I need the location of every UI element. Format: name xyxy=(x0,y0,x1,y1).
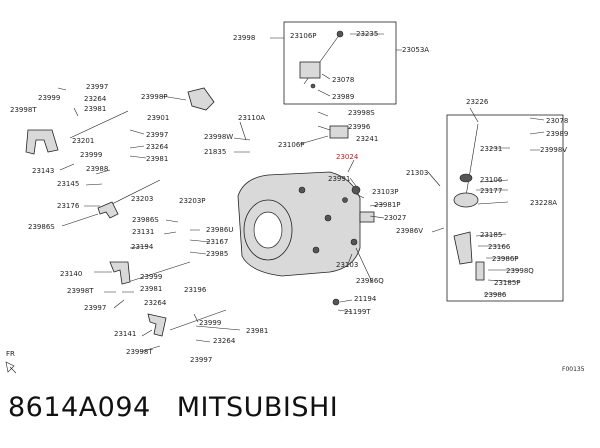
part-number: 8614A094 xyxy=(8,392,151,423)
part-label: 23241 xyxy=(356,135,378,143)
transmission-case xyxy=(237,171,361,277)
part-label: 23999 xyxy=(199,319,221,327)
part-label: 23226 xyxy=(466,98,489,106)
part-label: 23998V xyxy=(540,146,567,154)
part-label: 23140 xyxy=(60,270,82,278)
part-label: 23986S xyxy=(28,223,55,231)
part-label: 23203P xyxy=(179,197,206,205)
part-label: 23106P xyxy=(278,141,305,149)
part-label: 23988 xyxy=(86,165,108,173)
part-label: 21194 xyxy=(354,295,377,303)
part-label: 23998T xyxy=(67,287,94,295)
part-label: 23986V xyxy=(396,227,423,235)
part-label: 23264 xyxy=(84,95,107,103)
brand-name: MITSUBISHI xyxy=(176,392,339,423)
part-label: 23143 xyxy=(32,167,54,175)
part-label: 23167 xyxy=(206,238,228,246)
upper-shift-assembly-box xyxy=(283,21,397,105)
part-caption: 8614A094 MITSUBISHI xyxy=(8,392,592,436)
part-label: 23986U xyxy=(206,226,233,234)
right-lever-assembly xyxy=(453,123,485,281)
part-label: 23027 xyxy=(384,214,406,222)
part-label: 23166 xyxy=(488,243,511,251)
part-label: 23981P xyxy=(374,201,401,209)
part-label: 23981 xyxy=(84,105,106,113)
part-label: 23998 xyxy=(233,34,255,42)
part-label: 23110A xyxy=(238,114,265,122)
part-label: 23986 xyxy=(484,291,507,299)
part-label: 23999 xyxy=(140,273,162,281)
center-right-parts xyxy=(329,125,375,306)
part-label: 23997 xyxy=(190,356,212,364)
part-label: 23145 xyxy=(57,180,79,188)
part-label: 23981 xyxy=(140,285,162,293)
part-label: 23998T xyxy=(10,106,37,114)
parts-diagram: 23998 23106P 23235 23053A 23078 23989 23… xyxy=(5,21,585,374)
part-label: 23998P xyxy=(141,93,168,101)
part-label: 23185P xyxy=(494,279,521,287)
part-label: 23264 xyxy=(144,299,167,307)
shift-forks xyxy=(25,87,215,337)
part-label: 23228A xyxy=(530,199,557,207)
part-label: 23194 xyxy=(131,243,154,251)
part-label: 23264 xyxy=(146,143,169,151)
leader-lines xyxy=(57,33,545,353)
part-label: 23235 xyxy=(356,30,378,38)
part-label: 23103P xyxy=(372,188,399,196)
part-label: 23997 xyxy=(86,83,108,91)
part-label: 23991 xyxy=(328,175,350,183)
part-label: 23998T xyxy=(126,348,153,356)
part-label: 23981 xyxy=(246,327,268,335)
part-label: 23986S xyxy=(132,216,159,224)
part-label: 23997 xyxy=(146,131,168,139)
part-label: 23231 xyxy=(480,145,502,153)
part-label: 21303 xyxy=(406,169,428,177)
shift-rails xyxy=(69,110,227,331)
part-label: 23986Q xyxy=(356,277,384,285)
part-label: 23997 xyxy=(84,304,106,312)
part-label: 23185 xyxy=(480,231,502,239)
part-label: 23203 xyxy=(131,195,153,203)
part-label: 23078 xyxy=(332,76,354,84)
part-labels: 23998 23106P 23235 23053A 23078 23989 23… xyxy=(6,30,585,373)
part-label: 23131 xyxy=(132,228,154,236)
part-label: 23141 xyxy=(114,330,136,338)
part-label: 23996 xyxy=(348,123,371,131)
front-direction-label: FR xyxy=(6,350,15,358)
upper-lever-parts xyxy=(299,30,344,89)
part-label: 23177 xyxy=(480,187,502,195)
part-label: 23989 xyxy=(546,130,568,138)
shift-lever-assembly-box xyxy=(446,114,564,302)
part-label: 23998Q xyxy=(506,267,534,275)
part-label: 23196 xyxy=(184,286,207,294)
part-label: 23901 xyxy=(147,114,169,122)
part-label: 23999 xyxy=(38,94,60,102)
part-label: 23176 xyxy=(57,202,80,210)
figure-code: F00135 xyxy=(562,366,585,373)
part-label-highlighted: 23024 xyxy=(336,153,359,161)
part-label: 23078 xyxy=(546,117,568,125)
part-label: 23201 xyxy=(72,137,94,145)
part-label: 23989 xyxy=(332,93,354,101)
part-label: 21835 xyxy=(204,148,226,156)
part-label: 23106P xyxy=(290,32,317,40)
front-direction-arrow-icon xyxy=(5,361,17,374)
part-label: 23264 xyxy=(213,337,236,345)
part-label: 23986P xyxy=(492,255,519,263)
part-label: 23985 xyxy=(206,250,228,258)
part-label: 23998W xyxy=(204,133,233,141)
part-label: 23999 xyxy=(80,151,102,159)
part-label: 21199T xyxy=(344,308,371,316)
part-label: 23103 xyxy=(336,261,358,269)
part-label: 23981 xyxy=(146,155,168,163)
part-label: 23053A xyxy=(402,46,429,54)
part-label: 23106 xyxy=(480,176,503,184)
part-label: 23998S xyxy=(348,109,375,117)
